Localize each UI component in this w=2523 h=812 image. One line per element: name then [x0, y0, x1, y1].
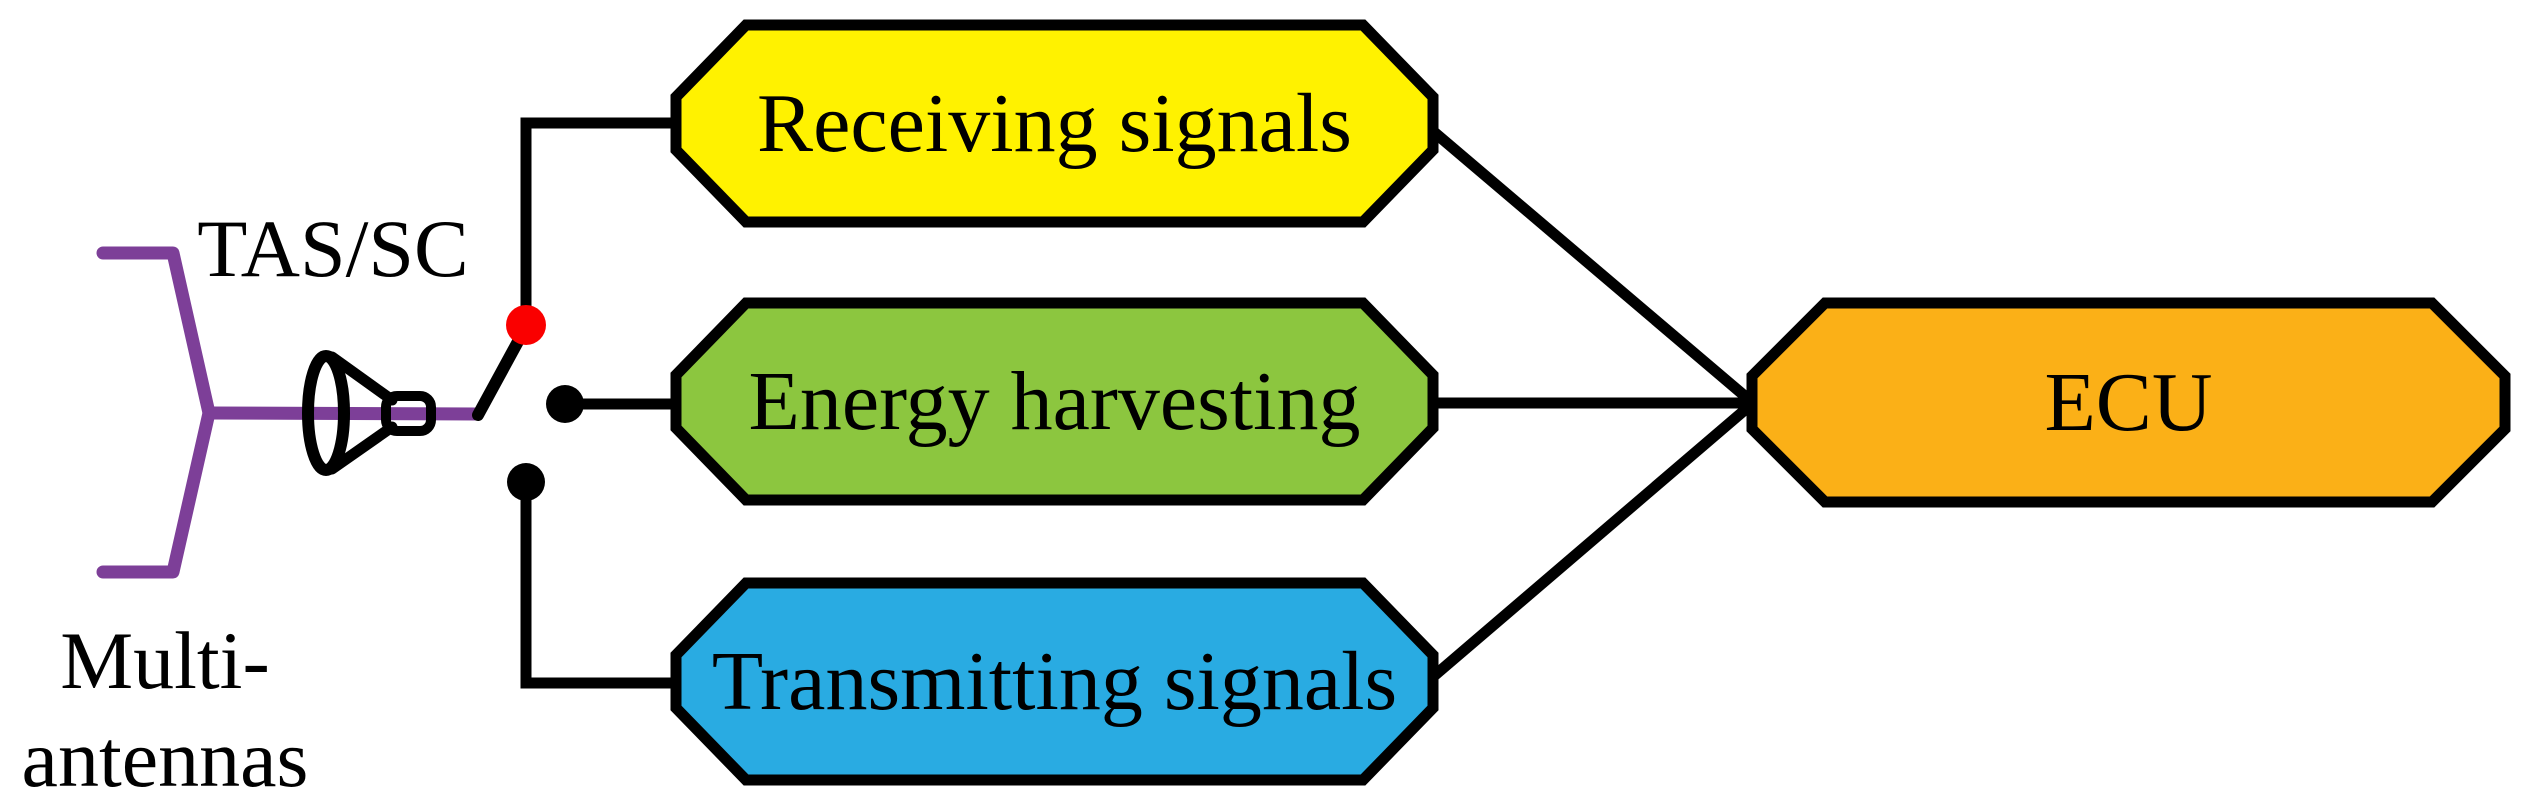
node-receiving-shape	[670, 19, 1439, 228]
line-switch-to-receiving	[520, 117, 680, 315]
tas-sc-label: TAS/SC	[197, 203, 469, 294]
horn-feed-icon	[302, 350, 436, 476]
switch-contact-receiving-selected	[506, 305, 546, 345]
node-harvesting-shape	[670, 297, 1439, 506]
multi-antennas-label: Multi- antennas	[22, 612, 309, 809]
multi-antennas-label-line2: antennas	[21, 713, 309, 805]
node-ecu-shape	[1746, 297, 2511, 508]
selector-switch-icon	[472, 305, 584, 501]
horn-cap	[381, 391, 436, 436]
horn-bell	[302, 350, 350, 476]
antenna-top-arm	[96, 246, 216, 420]
horn-cone-top	[326, 351, 398, 406]
switch-contact-transmitting	[507, 463, 545, 501]
antenna-bottom-arm	[96, 406, 216, 579]
node-shapes	[670, 19, 2511, 786]
multi-antennas-label-line1: Multi-	[60, 615, 270, 706]
switch-contact-harvesting	[546, 385, 584, 423]
line-receiving-to-ecu	[1430, 127, 1757, 408]
connector-lines	[520, 117, 1757, 689]
line-switch-to-transmitting	[520, 478, 680, 689]
horn-cone-bottom	[326, 421, 398, 475]
node-transmitting-shape	[670, 577, 1439, 786]
multi-antenna-icon	[96, 246, 484, 579]
line-transmitting-to-ecu	[1430, 398, 1757, 681]
switch-arm	[472, 330, 527, 421]
